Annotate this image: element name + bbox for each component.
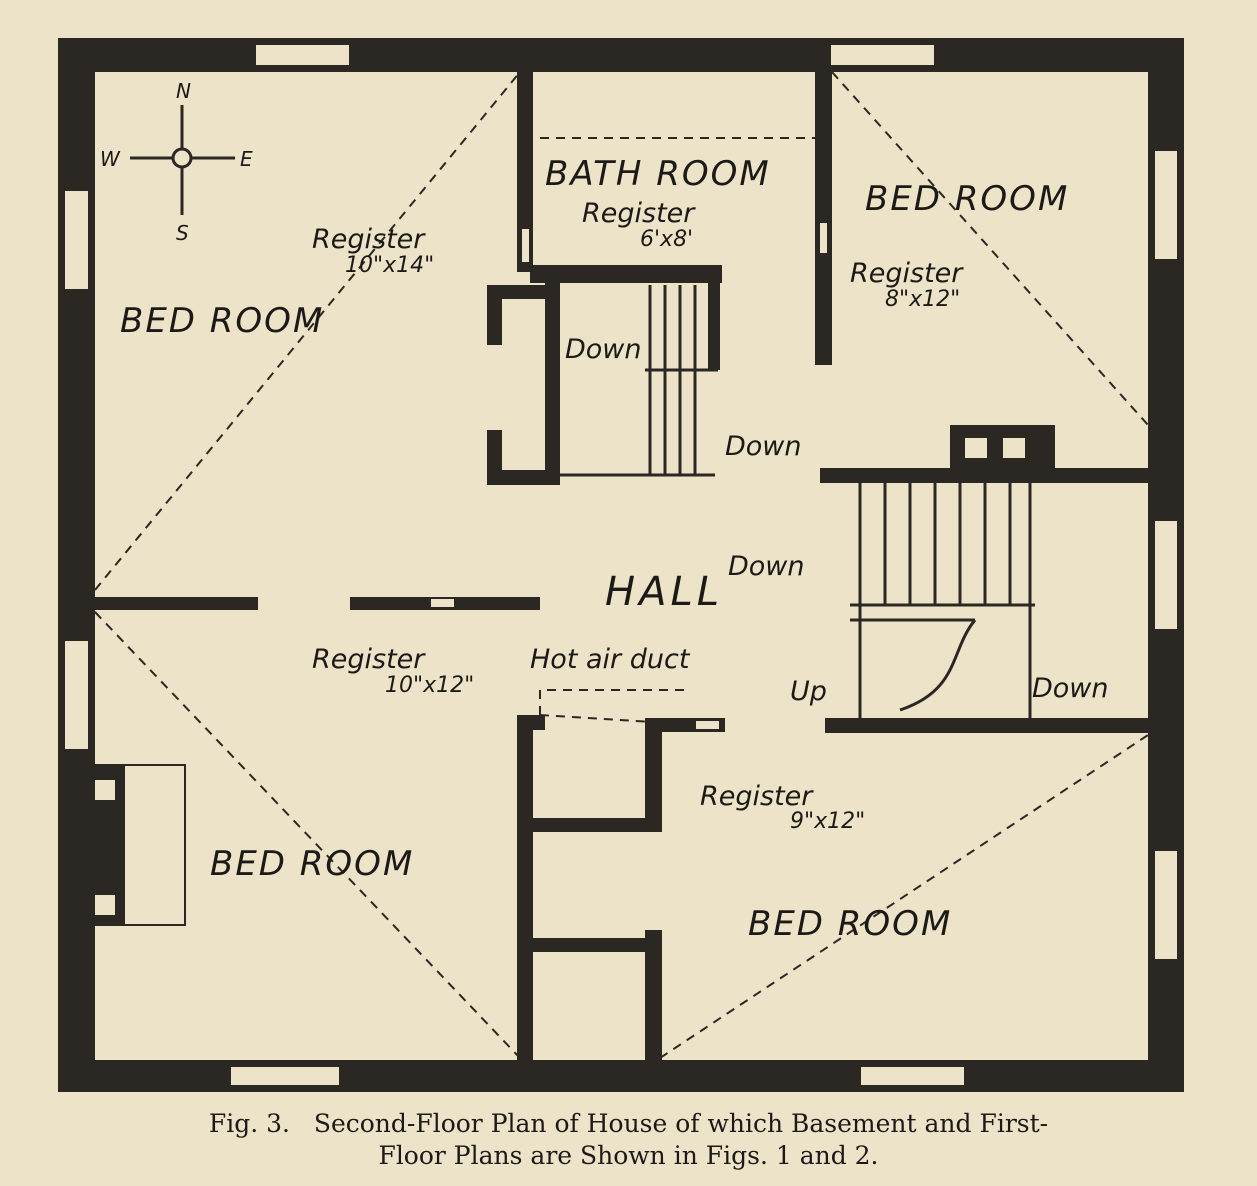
register-label: Register (312, 644, 426, 675)
stair-down-label: Down (1032, 673, 1109, 704)
room-bed-se: BED ROOM (748, 904, 952, 944)
room-bed-sw: BED ROOM (210, 844, 414, 884)
stair-down-label: Down (565, 334, 642, 365)
windows (63, 43, 1179, 1087)
stair-down-label: Down (725, 431, 802, 462)
compass-e: E (240, 147, 253, 171)
compass-icon (130, 105, 235, 215)
register-size: 8"x12" (885, 287, 960, 312)
hot-air-duct-label: Hot air duct (530, 644, 691, 675)
compass-n: N (176, 79, 191, 103)
register-size: 6'x8' (640, 227, 693, 252)
register-size: 9"x12" (790, 809, 865, 834)
room-bed-ne: BED ROOM (865, 179, 1069, 219)
register-grilles (429, 221, 829, 731)
dashed-lines (94, 71, 1149, 1059)
register-label: Register (850, 258, 964, 289)
chimney-flue (965, 438, 987, 458)
stair-up-label: Up (790, 676, 827, 707)
register-label: Register (582, 198, 696, 229)
register-size: 10"x12" (385, 673, 474, 698)
room-bath: BATH ROOM (545, 154, 771, 194)
caption-line-2: Floor Plans are Shown in Figs. 1 and 2. (378, 1141, 879, 1170)
register-label: Register (312, 224, 426, 255)
compass-w: W (100, 147, 121, 171)
caption-line-1: Fig. 3. Second-Floor Plan of House of wh… (208, 1109, 1049, 1138)
compass-s: S (176, 221, 189, 245)
stair-treads (560, 285, 1035, 718)
room-hall: HALL (605, 569, 723, 615)
register-label: Register (700, 781, 814, 812)
chimney-flue (1003, 438, 1025, 458)
register-size: 10"x14" (345, 253, 434, 278)
stair-down-label: Down (728, 551, 805, 582)
figure-caption: Fig. 3. Second-Floor Plan of House of wh… (0, 1108, 1257, 1172)
room-bed-nw: BED ROOM (120, 301, 324, 341)
